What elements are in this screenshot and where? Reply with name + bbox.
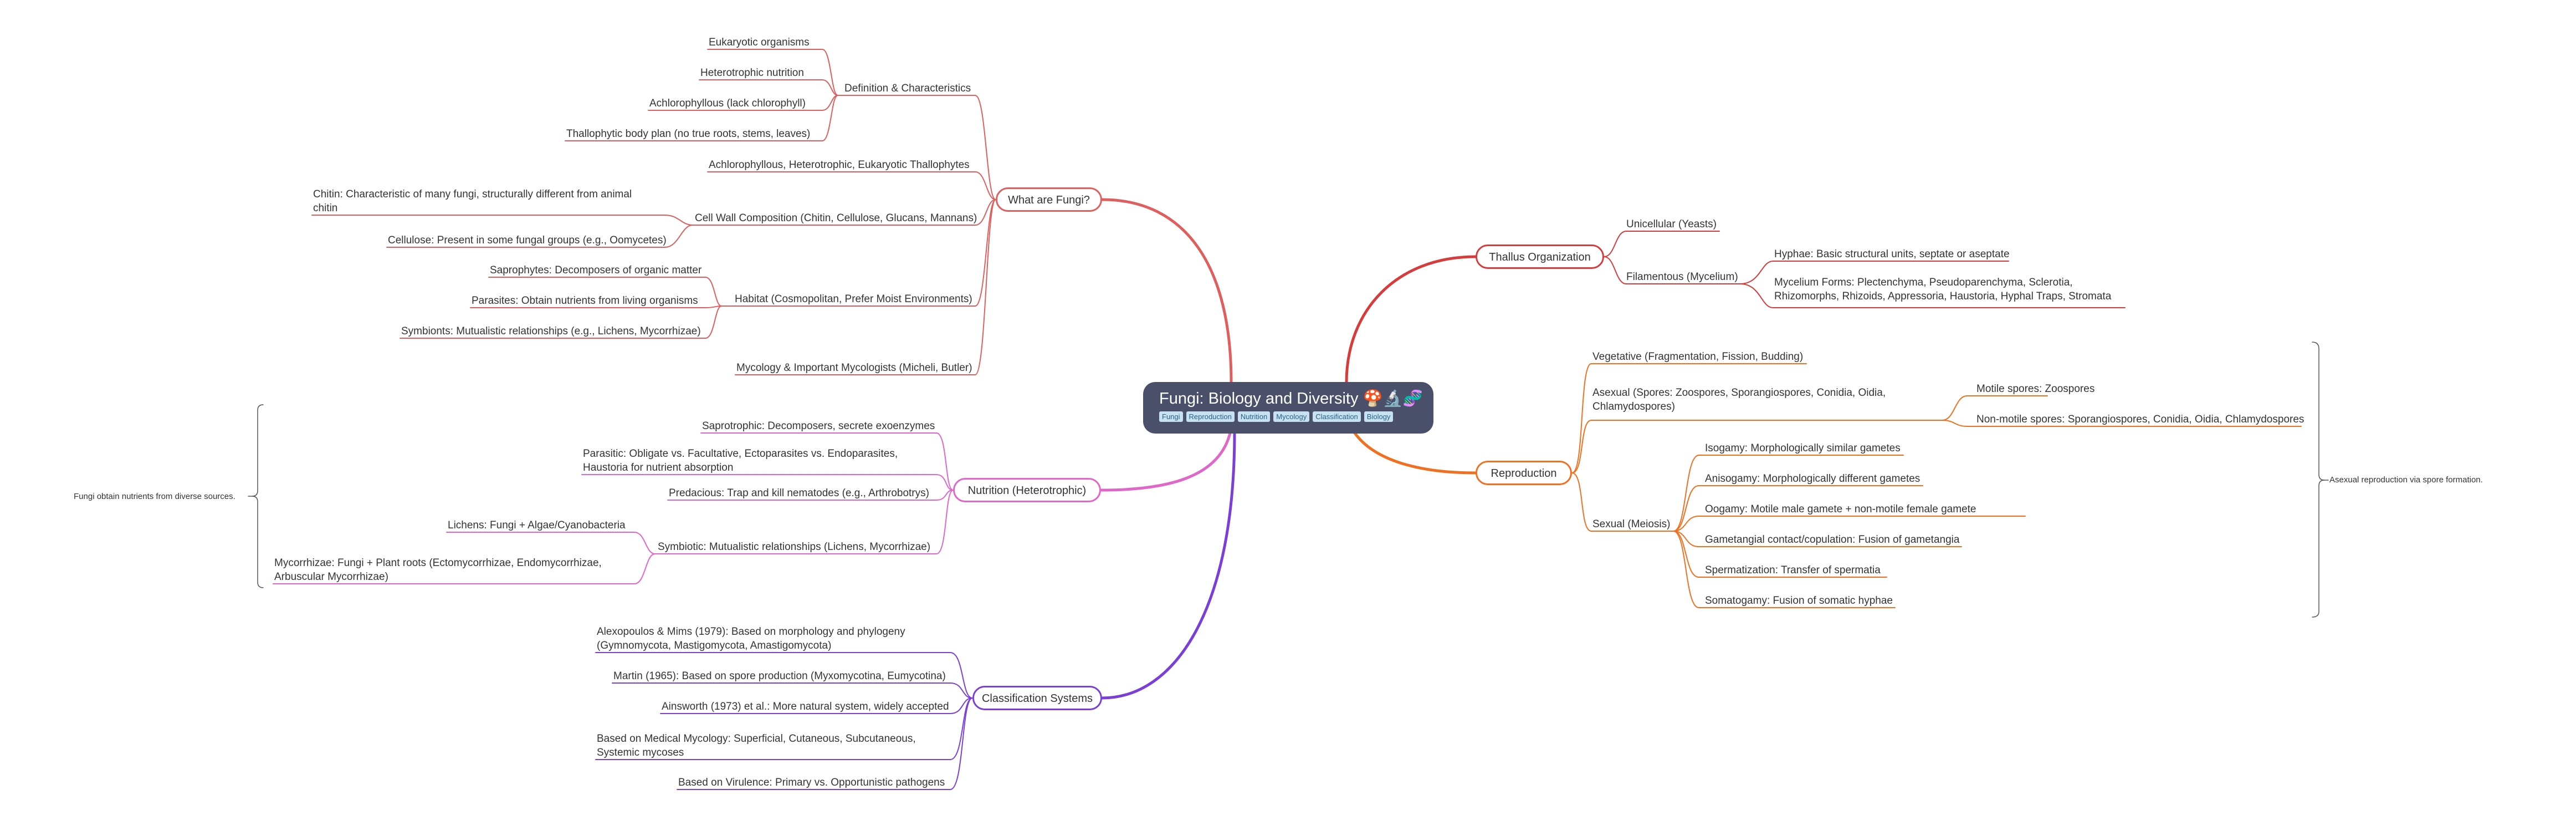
node-lichens[interactable]: Lichens: Fungi + Algae/Cyanobacteria <box>448 519 626 531</box>
node-mycology-mycologists[interactable]: Mycology & Important Mycologists (Michel… <box>736 362 972 374</box>
node-medical-mycology[interactable]: Based on Medical Mycology: Superficial, … <box>597 733 916 758</box>
node-mycorrhizae[interactable]: Mycorrhizae: Fungi + Plant roots (Ectomy… <box>274 557 602 583</box>
node-symbionts[interactable]: Symbionts: Mutualistic relationships (e.… <box>401 325 701 337</box>
branch-nutrition[interactable]: Nutrition (Heterotrophic) <box>953 478 1101 502</box>
link-root-classification <box>1100 431 1236 700</box>
tag-reproduction[interactable]: Reproduction <box>1186 411 1235 422</box>
node-isogamy[interactable]: Isogamy: Morphologically similar gametes <box>1705 442 1901 454</box>
node-ainsworth-1973[interactable]: Ainsworth (1973) et al.: More natural sy… <box>662 701 949 712</box>
node-habitat[interactable]: Habitat (Cosmopolitan, Prefer Moist Envi… <box>735 293 972 305</box>
branch-what-are-fungi[interactable]: What are Fungi? <box>996 187 1102 212</box>
brace-nutrition <box>252 404 264 588</box>
node-somatogamy[interactable]: Somatogamy: Fusion of somatic hyphae <box>1705 595 1893 607</box>
node-definition-characteristics[interactable]: Definition & Characteristics <box>844 83 971 94</box>
tag-nutrition[interactable]: Nutrition <box>1237 411 1271 422</box>
node-motile-spores[interactable]: Motile spores: Zoospores <box>1976 383 2095 395</box>
brace-reproduction <box>2312 342 2325 618</box>
node-alexopoulos-mims[interactable]: Alexopoulos & Mims (1979): Based on morp… <box>597 626 905 651</box>
node-spermatization[interactable]: Spermatization: Transfer of spermatia <box>1705 564 1881 576</box>
node-cell-wall-composition[interactable]: Cell Wall Composition (Chitin, Cellulose… <box>695 212 977 224</box>
node-asexual[interactable]: Asexual (Spores: Zoospores, Sporangiospo… <box>1592 387 1886 412</box>
node-symbiotic[interactable]: Symbiotic: Mutualistic relationships (Li… <box>658 541 931 553</box>
tag-mycology[interactable]: Mycology <box>1273 411 1310 422</box>
node-vegetative[interactable]: Vegetative (Fragmentation, Fission, Budd… <box>1592 351 1804 363</box>
tag-biology[interactable]: Biology <box>1364 411 1394 422</box>
link-root-reproduction <box>1353 431 1477 475</box>
link-root-what-are-fungi <box>1100 198 1233 384</box>
node-parasitic[interactable]: Parasitic: Obligate vs. Facultative, Ect… <box>583 448 898 473</box>
node-eukaryotic-organisms[interactable]: Eukaryotic organisms <box>709 37 810 48</box>
node-saprotrophic[interactable]: Saprotrophic: Decomposers, secrete exoen… <box>702 420 935 432</box>
link-root-nutrition <box>1099 431 1232 492</box>
node-summary-thallophytes[interactable]: Achlorophyllous, Heterotrophic, Eukaryot… <box>709 159 970 171</box>
node-cellulose[interactable]: Cellulose: Present in some fungal groups… <box>388 235 667 246</box>
node-unicellular-yeasts[interactable]: Unicellular (Yeasts) <box>1626 218 1717 230</box>
tag-fungi[interactable]: Fungi <box>1159 411 1183 422</box>
node-filamentous-mycelium[interactable]: Filamentous (Mycelium) <box>1626 271 1738 283</box>
node-heterotrophic-nutrition[interactable]: Heterotrophic nutrition <box>700 67 804 79</box>
root-topic[interactable]: Fungi: Biology and Diversity 🍄🔬🧬 Fungi R… <box>1143 382 1433 434</box>
note-nutrition-summary: Fungi obtain nutrients from diverse sour… <box>74 492 235 501</box>
node-gametangial-contact[interactable]: Gametangial contact/copulation: Fusion o… <box>1705 534 1960 546</box>
node-non-motile-spores[interactable]: Non-motile spores: Sporangiospores, Coni… <box>1976 414 2304 425</box>
note-reproduction-summary: Asexual reproduction via spore formation… <box>2329 475 2483 485</box>
node-sexual-meiosis[interactable]: Sexual (Meiosis) <box>1592 518 1671 530</box>
node-virulence[interactable]: Based on Virulence: Primary vs. Opportun… <box>678 777 945 788</box>
node-saprophytes[interactable]: Saprophytes: Decomposers of organic matt… <box>490 264 702 276</box>
link-root-thallus <box>1345 255 1477 384</box>
node-anisogamy[interactable]: Anisogamy: Morphologically different gam… <box>1705 473 1921 485</box>
node-oogamy[interactable]: Oogamy: Motile male gamete + non-motile … <box>1705 503 1976 515</box>
tag-list: Fungi Reproduction Nutrition Mycology Cl… <box>1159 411 1433 422</box>
node-chitin[interactable]: Chitin: Characteristic of many fungi, st… <box>313 189 632 214</box>
node-hyphae[interactable]: Hyphae: Basic structural units, septate … <box>1774 248 2010 260</box>
branch-classification[interactable]: Classification Systems <box>972 686 1102 710</box>
node-thallophytic-body-plan[interactable]: Thallophytic body plan (no true roots, s… <box>566 128 811 140</box>
node-parasites[interactable]: Parasites: Obtain nutrients from living … <box>472 295 698 307</box>
tag-classification[interactable]: Classification <box>1313 411 1361 422</box>
node-achlorophyllous[interactable]: Achlorophyllous (lack chlorophyll) <box>649 98 806 109</box>
root-title: Fungi: Biology and Diversity 🍄🔬🧬 <box>1159 390 1423 407</box>
node-mycelium-forms[interactable]: Mycelium Forms: Plectenchyma, Pseudopare… <box>1774 277 2112 302</box>
node-martin-1965[interactable]: Martin (1965): Based on spore production… <box>613 670 946 682</box>
branch-thallus-organization[interactable]: Thallus Organization <box>1476 244 1604 269</box>
branch-reproduction[interactable]: Reproduction <box>1476 461 1572 485</box>
node-predacious[interactable]: Predacious: Trap and kill nematodes (e.g… <box>669 487 929 499</box>
